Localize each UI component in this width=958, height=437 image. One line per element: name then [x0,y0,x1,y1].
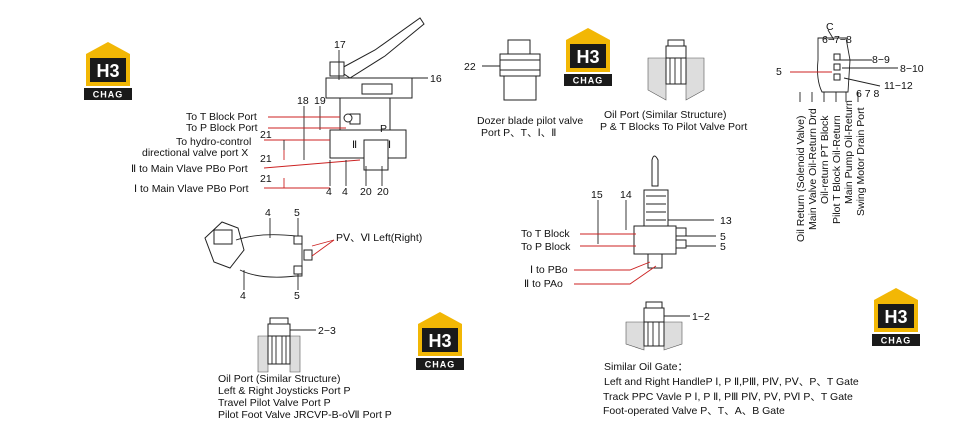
callout-21-b: 21 [260,153,272,165]
diagram-oil-port-top [647,39,705,101]
callout-21-a: 21 [260,129,272,141]
vlabel-swing-motor-drain: Swing Motor Drain Port [855,107,867,216]
gate-line-3: Foot-operated Valve P、T、A、B Gate [603,405,785,417]
callout-19: 19 [314,95,326,107]
callout-4-joy-top: 4 [265,207,271,219]
diagram-solenoid-block [790,29,898,102]
callout-16: 16 [430,73,442,85]
vlabel-oil-return-solenoid: Oil Return (Solenoid Valve) [795,116,807,242]
label-hydro-control-1: To hydro-control [176,136,251,148]
label-i-to-pbo: Ⅰ to PBo [530,264,568,276]
callout-4-joy-bottom: 4 [240,290,246,302]
diagram-joystick-base [204,218,335,290]
label-to-p-block-port: To P Block Port [186,122,258,134]
caption-dozer-2: Port P、T、Ⅰ、Ⅱ [481,127,556,139]
caption-oil-port-top-2: P & T Blocks To Pilot Valve Port [600,121,747,133]
gate-title: Similar Oil Gate： [604,361,688,373]
callout-22: 22 [464,61,476,73]
caption-oil-port-left-4: Pilot Foot Valve JRCVP-B-oⅦ Port P [218,409,392,421]
callout-5-solenoid: 5 [776,66,782,78]
label-to-p-block: To P Block [521,241,571,253]
callout-c: C [826,21,834,33]
mark-i: Ⅰ [388,139,391,151]
callout-4-b: 4 [342,186,348,198]
callout-5-joy-top: 5 [294,207,300,219]
callout-13: 13 [720,215,732,227]
callout-14: 14 [620,189,632,201]
vlabel-oil-return-pt-block: Oil-return PT Block [819,115,831,204]
vlabel-main-pump-oil-return: Main Pump Oil-Return [843,100,855,204]
diagram-oil-port-left [257,317,316,373]
callout-6-7-8-top: 6−7−8 [822,34,852,46]
label-hydro-control-2: directional valve port X [142,147,248,159]
callout-5-ppc-a: 5 [720,231,726,243]
callout-5-joy-bottom: 5 [294,290,300,302]
callout-5-ppc-b: 5 [720,241,726,253]
callout-11-12: 11−12 [884,80,913,92]
label-ii-main-valve-pbo: Ⅱ to Main Vlave PBo Port [131,163,248,175]
label-ii-to-pao: Ⅱ to PAo [524,278,563,290]
callout-8-9: 8−9 [872,54,890,66]
diagram-dozer-valve [482,39,541,101]
mark-ii: Ⅱ [352,139,357,151]
logo-bottom-left [416,312,464,370]
callout-20-a: 20 [360,186,372,198]
logo-right [872,288,920,346]
caption-oil-port-top-1: Oil Port (Similar Structure) [604,109,727,121]
label-i-main-valve-pbo: Ⅰ to Main Vlave PBo Port [134,183,249,195]
mark-p: P [380,123,387,135]
caption-oil-port-left-1: Oil Port (Similar Structure) [218,373,341,385]
callout-4-a: 4 [326,186,332,198]
gate-line-2: Track PPC Vavle P Ⅰ, P Ⅱ, PⅢ PⅣ, PⅤ, PⅥ … [603,391,853,403]
label-to-t-block-port: To T Block Port [186,111,257,123]
vlabel-main-valve-oil-return: Main Valve Oil-Return Drd [807,108,819,230]
vlabel-pilot-t-block-oil-return: Pilot T Block Oil-Return [831,115,843,224]
callout-1-2: 1−2 [692,311,710,323]
diagram-ppc-joystick [574,155,716,285]
callout-18: 18 [297,95,309,107]
label-to-t-block: To T Block [521,228,570,240]
callout-17: 17 [334,39,346,51]
diagram-oil-gate [625,301,690,351]
callout-2-3: 2−3 [318,325,336,337]
callout-15: 15 [591,189,603,201]
label-pv-vi-left-right: PⅤ、Ⅵ Left(Right) [336,232,422,244]
caption-oil-port-left-2: Left & Right Joysticks Port P [218,385,350,397]
callout-8-10: 8−10 [900,63,924,75]
logo-top-center [564,28,612,86]
callout-21-c: 21 [260,173,272,185]
callout-6-7-8-bottom: 6 7 8 [856,88,880,100]
gate-line-1: Left and Right HandleP Ⅰ, P Ⅱ,PⅢ, PⅣ, PⅤ… [604,376,859,388]
caption-oil-port-left-3: Travel Pilot Valve Port P [218,397,331,409]
callout-20-b: 20 [377,186,389,198]
logo-top-left [84,42,132,100]
caption-dozer-1: Dozer blade pilot valve [477,115,583,127]
diagram-pilot-foot-valve [263,17,428,189]
